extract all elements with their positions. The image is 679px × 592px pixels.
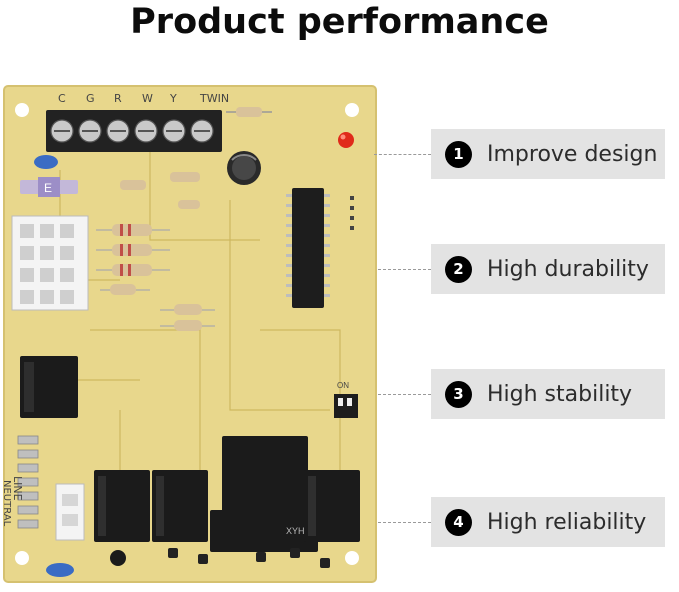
resistor-array — [96, 224, 215, 331]
electrolytic-capacitor — [227, 151, 261, 185]
capacitor — [110, 550, 126, 566]
terminal-label: G — [86, 92, 95, 105]
feature-label: High stability — [487, 381, 633, 407]
terminal-label: R — [114, 92, 122, 105]
page-title: Product performance — [130, 2, 549, 42]
screw-terminal-block — [46, 110, 222, 152]
side-terminal-strip — [17, 435, 39, 529]
terminal-label: TWIN — [199, 92, 229, 105]
blue-capacitor — [46, 563, 74, 577]
fuse-label: E — [44, 181, 52, 195]
relay-row — [94, 470, 360, 542]
large-relay: XYH — [210, 436, 318, 552]
transistors — [168, 548, 330, 568]
side-label-line: LINE — [11, 476, 24, 501]
fuse: E — [20, 177, 78, 197]
blue-capacitor — [34, 155, 58, 169]
side-label-neutral: NEUTRAL — [1, 480, 12, 527]
terminal-label: W — [142, 92, 153, 105]
feature-label: High reliability — [487, 509, 647, 535]
mounting-hole — [15, 551, 29, 565]
white-plug — [55, 483, 85, 541]
terminal-label: Y — [169, 92, 177, 105]
feature-callout-1: 1 Improve design — [431, 129, 665, 179]
number-badge: 4 — [445, 508, 472, 536]
feature-callout-3: 3 High stability — [431, 369, 665, 419]
terminal-label: C — [58, 92, 66, 105]
leader-line — [378, 269, 431, 270]
leader-line — [378, 522, 431, 523]
feature-callout-4: 4 High reliability — [431, 497, 665, 547]
ic-chip — [286, 188, 330, 308]
mounting-hole — [345, 103, 359, 117]
number-badge: 3 — [445, 380, 472, 408]
mounting-hole — [345, 551, 359, 565]
leader-line — [374, 154, 431, 155]
feature-label: Improve design — [487, 141, 658, 167]
feature-callout-2: 2 High durability — [431, 244, 665, 294]
resistor-cluster — [120, 172, 200, 209]
number-badge: 1 — [445, 140, 472, 168]
circuit-board-image: C G R W Y TWIN E — [1, 85, 377, 583]
leader-line — [378, 394, 431, 395]
relay-brand: XYH — [286, 526, 305, 536]
switch-label: ON — [337, 381, 349, 390]
small-relay — [20, 356, 78, 418]
header-pins — [350, 196, 354, 230]
resistor — [226, 107, 272, 117]
dip-switch: ON — [334, 381, 358, 418]
red-led — [338, 132, 354, 148]
mounting-hole — [15, 103, 29, 117]
white-connector — [11, 215, 89, 311]
feature-label: High durability — [487, 256, 649, 282]
number-badge: 2 — [445, 255, 472, 283]
